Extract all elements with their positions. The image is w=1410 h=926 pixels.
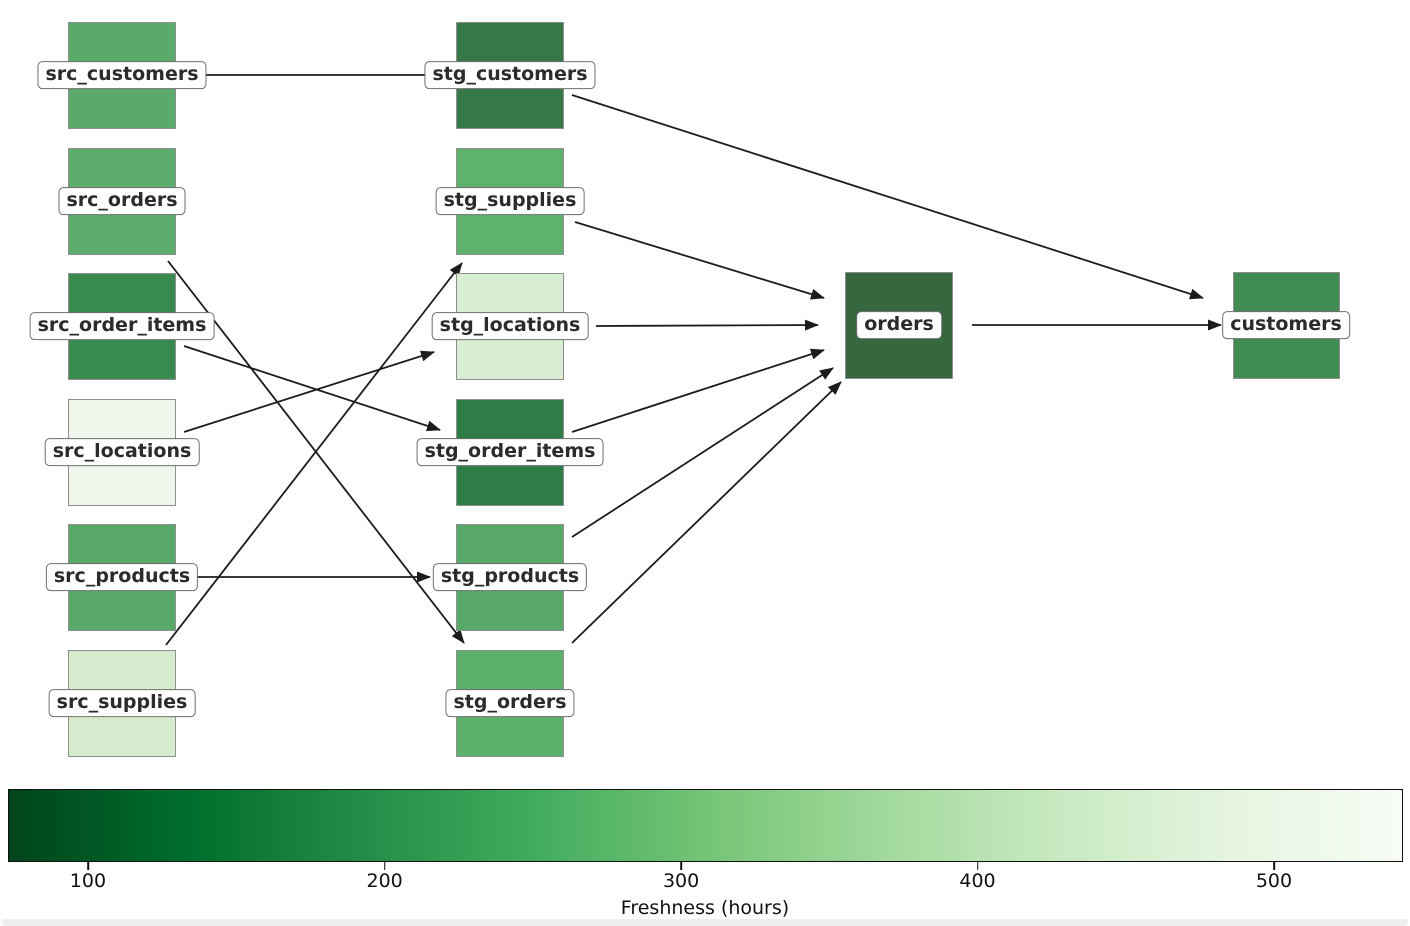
- edge-stg_products-to-orders: [571, 367, 834, 538]
- node-label-customers: customers: [1222, 311, 1350, 339]
- colorbar-gradient: [8, 789, 1403, 862]
- edges-group: [165, 69, 1222, 646]
- colorbar-tickmark-300: [680, 862, 682, 870]
- colorbar-ticklabel-200: 200: [366, 870, 403, 892]
- node-label-stg_orders: stg_orders: [445, 689, 575, 717]
- colorbar-ticklabel-100: 100: [69, 870, 107, 892]
- edge-stg_customers-to-customers: [571, 94, 1204, 300]
- node-label-src_locations: src_locations: [44, 438, 200, 466]
- edge-src_locations-to-stg_locations: [183, 350, 435, 433]
- edge-src_supplies-to-stg_supplies: [165, 262, 463, 646]
- edge-src_order_items-to-stg_order_items: [183, 345, 441, 432]
- edge-stg_orders-to-orders: [571, 381, 842, 644]
- node-label-src_orders: src_orders: [58, 187, 186, 215]
- node-label-stg_order_items: stg_order_items: [416, 438, 604, 466]
- node-label-src_supplies: src_supplies: [48, 689, 196, 717]
- colorbar-ticklabel-500: 500: [1255, 870, 1293, 892]
- colorbar-tickmark-200: [383, 862, 386, 870]
- edge-stg_supplies-to-orders: [574, 221, 825, 300]
- colorbar-tickmark-500: [1273, 862, 1275, 870]
- node-label-src_order_items: src_order_items: [29, 312, 215, 340]
- colorbar-axis-label: Freshness (hours): [620, 897, 790, 919]
- node-label-orders: orders: [856, 311, 942, 339]
- edge-stg_locations-to-orders: [595, 319, 819, 331]
- node-label-stg_customers: stg_customers: [424, 61, 596, 89]
- node-label-stg_supplies: stg_supplies: [435, 187, 585, 215]
- node-label-stg_locations: stg_locations: [431, 312, 589, 340]
- node-label-src_customers: src_customers: [37, 61, 207, 89]
- edge-stg_order_items-to-orders: [571, 348, 825, 433]
- colorbar-tickmark-100: [87, 862, 89, 870]
- colorbar-ticklabel-300: 300: [662, 870, 700, 892]
- node-label-src_products: src_products: [45, 563, 199, 591]
- figure-bottom-edge: [2, 919, 1408, 926]
- colorbar-tickmark-400: [976, 862, 979, 870]
- colorbar-ticklabel-400: 400: [959, 870, 996, 892]
- node-label-stg_products: stg_products: [432, 563, 588, 591]
